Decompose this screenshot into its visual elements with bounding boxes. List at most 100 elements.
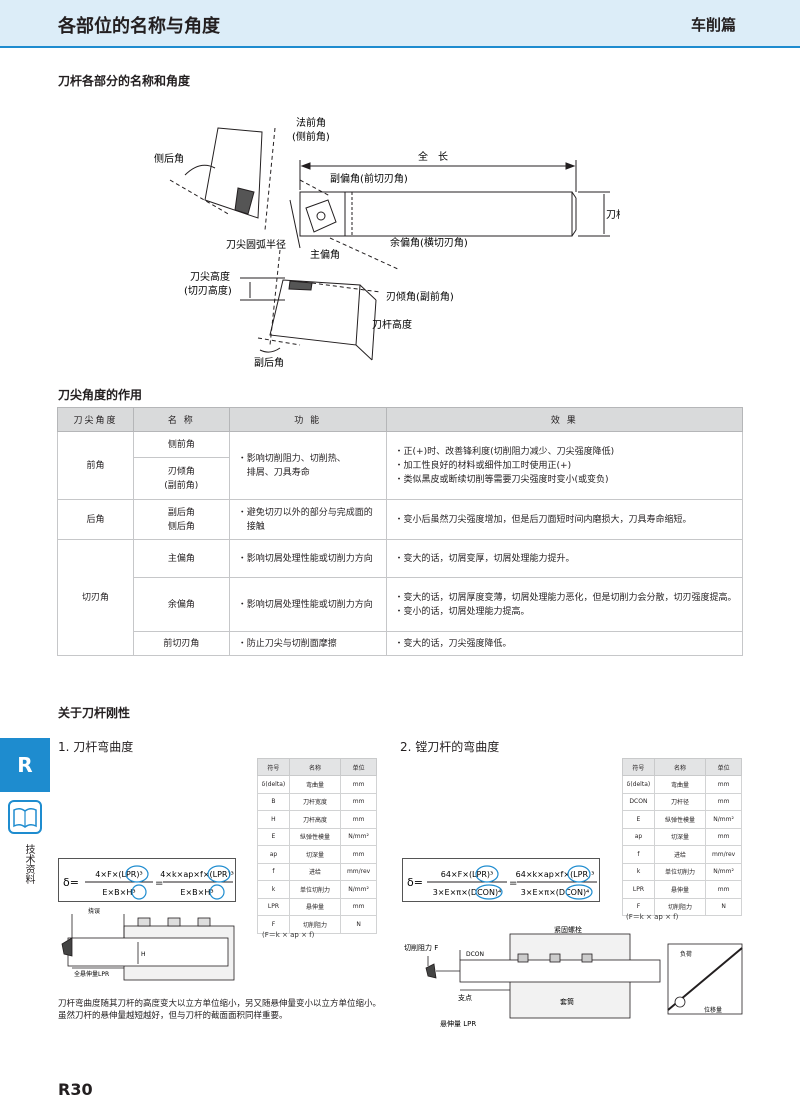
t1-cell: mm [340, 897, 377, 916]
t2-cell: mm [705, 880, 742, 899]
t2-cell: N/mm² [705, 862, 742, 881]
name-major-cut: 主偏角 [132, 539, 230, 578]
label-end-clearance: 副后角 [254, 357, 284, 369]
t2-cell: mm [705, 775, 742, 794]
t2-cell: N/mm² [705, 810, 742, 829]
d2-force: 切削阻力 F [404, 943, 438, 952]
t1-cell: mm [340, 810, 377, 829]
effect-approach-2: ・变小的话，切屑处理能力提高。 [394, 606, 530, 617]
formula2-lhs: δ= [407, 876, 423, 889]
t1-cell: δ(delta) [257, 775, 290, 794]
section-shank-names-title: 刀杆各部分的名称和角度 [58, 74, 191, 88]
angle-cutting-edge: 切刃角 [57, 539, 134, 656]
t1-col-name: 名称 [288, 758, 342, 776]
formula2-den1: 3×E×π×(DCON)⁴ [433, 888, 502, 897]
label-approach-angle: 余偏角(横切刃角) [390, 236, 468, 249]
label-shank-width: 刀杆宽度 [606, 208, 620, 221]
t2-cell: 纵弹性模量 [653, 810, 707, 829]
t2-cell: δ(delta) [622, 775, 655, 794]
d2-clamp: 紧固螺栓 [554, 925, 582, 934]
t1-cell: 纵弹性模量 [288, 827, 342, 846]
boring-deflection-diagram: 紧固螺栓 切削阻力 F DCON 支点 套筒 悬伸量 LPR 负荷 位移量 [404, 925, 743, 1028]
label-shank-height: 刀杆高度 [372, 318, 412, 331]
sub-boring-deflection: 2. 镗刀杆的弯曲度 [400, 740, 500, 754]
effect-front-cut: ・变大的话，刀尖强度降低。 [385, 631, 744, 656]
t1-cell: N/mm² [340, 827, 377, 846]
formula1-den2: E×B×H³ [180, 888, 213, 897]
t1-cell: 切深量 [288, 845, 342, 864]
effect-approach-1: ・变大的话，切屑厚度变薄，切屑处理能力恶化，但是切削力会分散，切刃强度提高。 [394, 592, 737, 603]
formula1-lhs: δ= [63, 876, 79, 889]
t2-cell: 悬伸量 [653, 880, 707, 899]
func-clearance: ・避免切刃以外的部分与完成面的 接触 [228, 499, 387, 540]
t1-cell: 切削阻力 [288, 915, 342, 934]
formula1-num1: 4×F×(LPR)³ [95, 870, 142, 879]
section-angle-function-title: 刀尖角度的作用 [58, 388, 143, 402]
t2-cell: mm/rev [705, 845, 742, 864]
col-name: 名 称 [132, 407, 230, 432]
effect-approach: ・变大的话，切屑厚度变薄，切屑处理能力恶化，但是切削力会分散，切刃强度提高。 ・… [385, 577, 744, 632]
t1-cell: N/mm² [340, 880, 377, 899]
col-effect: 效 果 [385, 407, 744, 432]
t2-cell: 进给 [653, 845, 707, 864]
t1-cell: 刀杆宽度 [288, 792, 342, 811]
d1-h: H [141, 951, 146, 958]
col-function: 功 能 [228, 407, 387, 432]
formula1-den1: E×B×H³ [102, 888, 135, 897]
book-icon [8, 800, 42, 834]
t2-cell: k [622, 862, 655, 881]
shank-deflection-diagram: 挠误 H 全悬伸量LPR [61, 907, 235, 981]
label-minor-cut-angle: 副偏角(前切刃角) [330, 172, 408, 185]
label-nose-radius: 刀尖圆弧半径 [226, 238, 286, 251]
label-major-cut-angle: 主偏角 [310, 248, 340, 261]
svg-text:=: = [155, 878, 163, 889]
t2-cell: mm [705, 827, 742, 846]
effect-major-cut: ・变大的话，切屑变厚，切屑处理能力提升。 [385, 539, 744, 578]
sidebar-tab[interactable]: R [0, 738, 50, 792]
t2-cell: f [622, 845, 655, 864]
angle-clearance: 后角 [57, 499, 134, 540]
t1-cell: H [257, 810, 290, 829]
t2-col-unit: 单位 [705, 758, 742, 776]
angle-rake: 前角 [57, 431, 134, 500]
name-back-rake: 刃倾角 (副前角) [132, 457, 230, 500]
t2-cell: LPR [622, 880, 655, 899]
name-side-rake: 侧前角 [132, 431, 230, 458]
section-rigidity-title: 关于刀杆刚性 [58, 706, 131, 720]
t2-cell: N [705, 897, 742, 916]
t2-cell: 刀杆径 [653, 792, 707, 811]
func-front-cut: ・防止刀尖与切削面摩擦 [228, 631, 387, 656]
t2-cell: 单位切削力 [653, 862, 707, 881]
effect-rake-2: ・加工性良好的材料或细件加工时使用正(+) [394, 460, 572, 471]
t1-cell: B [257, 792, 290, 811]
d2-deflect: 位移量 [704, 1006, 722, 1014]
t1-cell: k [257, 880, 290, 899]
page-header: 各部位的名称与角度 车削篇 [0, 0, 800, 48]
formula2-num2: 64×k×ap×f×(LPR)³ [516, 870, 595, 879]
t1-cell: 弯曲量 [288, 775, 342, 794]
rigidity-caption: 刀杆弯曲度随其刀杆的高度变大以立方单位缩小，另又随悬伸量变小以立方单位缩小。 虽… [58, 999, 382, 1021]
label-back-rake: 刃倾角(副前角) [386, 290, 454, 303]
label-normal-rake: 法前角 [296, 116, 326, 129]
t2-col-name: 名称 [653, 758, 707, 776]
label-side-clearance: 侧后角 [154, 152, 184, 165]
page-number: R30 [58, 1080, 93, 1099]
t1-cell: 进给 [288, 862, 342, 881]
label-point-height: 刀尖高度 [190, 270, 230, 283]
t1-col-unit: 单位 [340, 758, 377, 776]
t2-col-symbol: 符号 [622, 758, 655, 776]
label-point-height-paren: (切刃高度) [184, 284, 232, 297]
t1-cell: mm [340, 775, 377, 794]
